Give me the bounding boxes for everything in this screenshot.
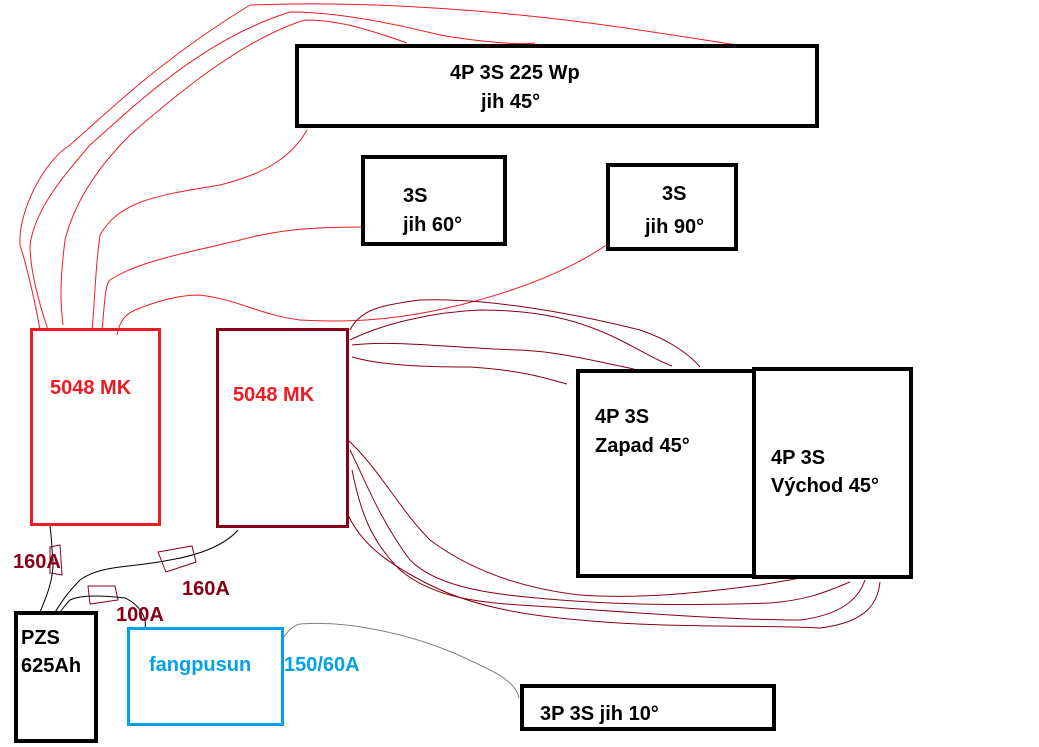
battery-capacity: 625Ah	[21, 655, 82, 677]
solar-panel-jih10-label: 3P 3S jih 10°	[540, 703, 659, 725]
wire-inv1-jih60	[101, 226, 363, 331]
wire-inv2-vychod-1	[347, 439, 801, 597]
wire-inv2-zapad-4	[351, 356, 568, 385]
wire-inv1-top-panel-2	[29, 11, 536, 331]
solar-panel-jih45-orientation: jih 45°	[481, 91, 541, 113]
breaker-label-inverter-2: 160A	[182, 578, 230, 600]
wire-inv2-vychod-2	[349, 449, 851, 606]
charge-controller-name: fangpusun	[149, 654, 252, 676]
inverter-1	[30, 328, 161, 526]
solar-panel-zapad-spec: 4P 3S	[595, 406, 650, 428]
solar-panel-jih90	[606, 163, 738, 251]
charge-controller-rating: 150/60A	[284, 654, 360, 676]
breaker-label-controller: 100A	[116, 604, 164, 626]
solar-panel-zapad-orientation: Zapad 45°	[595, 435, 690, 457]
solar-panel-zapad	[576, 369, 756, 578]
solar-panel-vychod-orientation: Východ 45°	[771, 475, 880, 497]
wire-controller-jih10	[283, 622, 520, 699]
breaker-label-inverter-1: 160A	[13, 551, 61, 573]
solar-panel-vychod	[752, 367, 913, 579]
solar-panel-jih10	[520, 684, 776, 731]
solar-panel-jih90-spec: 3S	[662, 183, 687, 205]
battery	[14, 611, 98, 743]
wire-controller-breaker	[59, 595, 146, 629]
inverter-2-label: 5048 MK	[233, 384, 315, 406]
breaker-symbol-1	[49, 544, 63, 576]
solar-panel-jih60	[361, 155, 507, 246]
solar-panel-jih45-spec: 4P 3S 225 Wp	[450, 62, 580, 84]
inverter-1-label: 5048 MK	[50, 377, 132, 399]
solar-panel-jih90-orientation: jih 90°	[645, 216, 705, 238]
solar-panel-vychod-spec: 4P 3S	[771, 447, 826, 469]
wire-inv1-breaker	[39, 525, 54, 613]
wire-inv2-zapad-2	[349, 309, 673, 367]
wire-inv1-top-panel-1	[19, 3, 746, 331]
solar-panel-jih45	[295, 44, 819, 128]
breaker-symbol-3	[87, 585, 119, 605]
wire-inv1-top-panel-3	[60, 19, 408, 326]
breaker-symbol-2	[157, 545, 197, 573]
solar-panel-jih60-orientation: jih 60°	[403, 214, 463, 236]
battery-type: PZS	[21, 627, 60, 649]
wire-inv2-zapad-1	[349, 299, 701, 368]
solar-panel-jih60-spec: 3S	[403, 185, 428, 207]
wire-inv1-top-panel-4	[91, 129, 308, 331]
wire-inv2-zapad-3	[351, 342, 635, 370]
inverter-2	[216, 328, 349, 528]
wire-inv2-vychod-3	[351, 469, 866, 621]
wire-inv2-breaker	[54, 529, 239, 613]
wire-inv2-vychod-4	[347, 514, 881, 629]
wire-inv1-jih90	[116, 243, 609, 336]
charge-controller	[127, 627, 284, 726]
